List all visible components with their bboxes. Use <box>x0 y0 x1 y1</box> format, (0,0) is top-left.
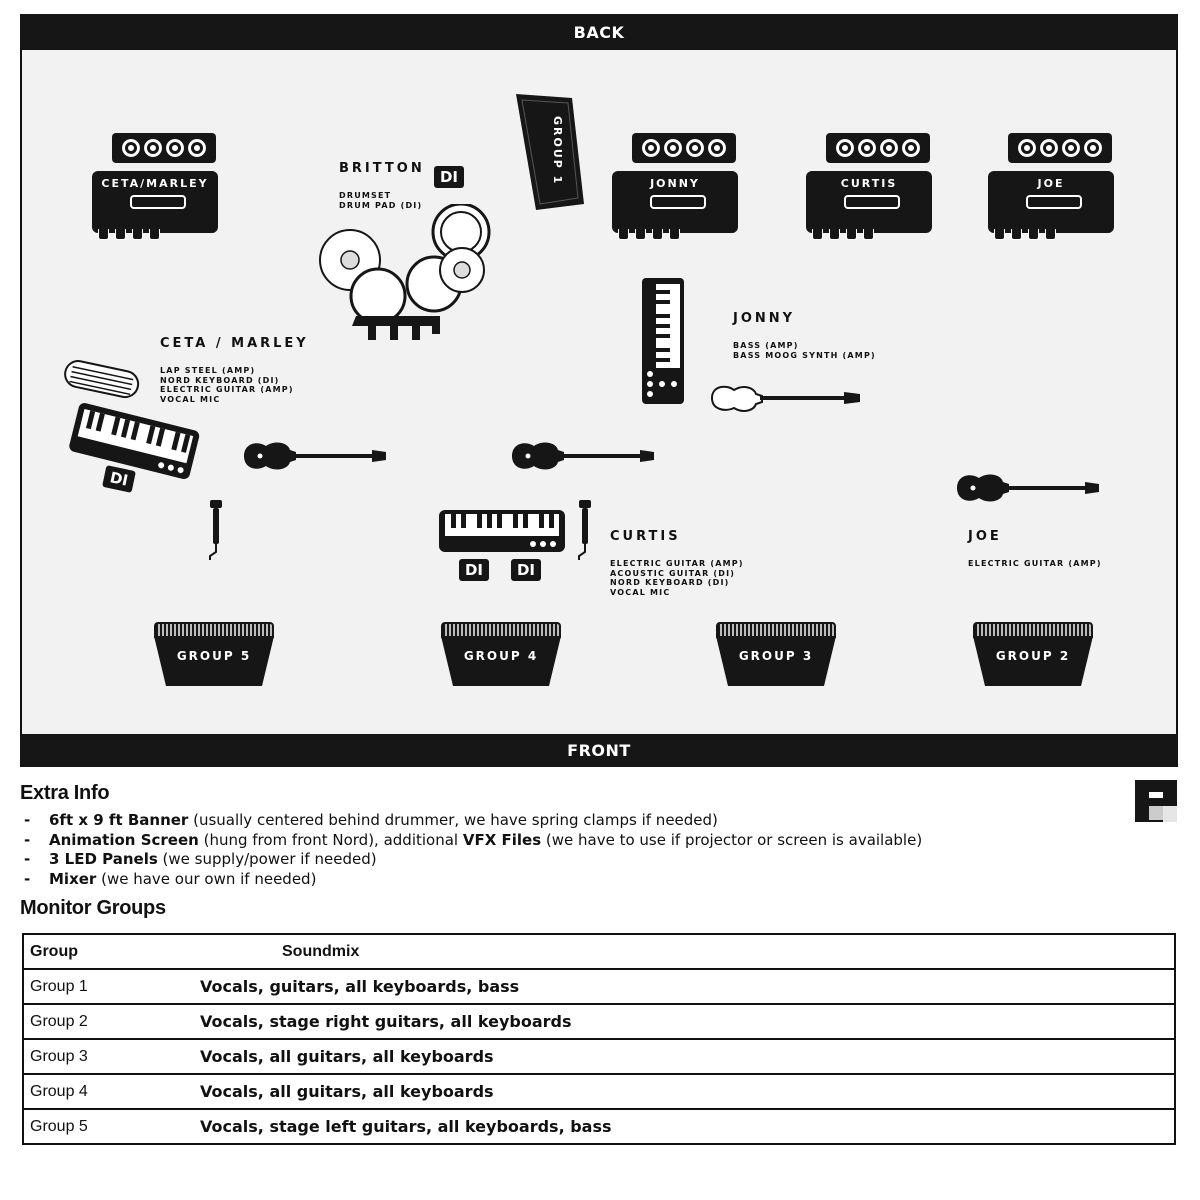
amp-label: CURTIS <box>840 177 898 190</box>
nord-keyboard-icon <box>439 510 565 552</box>
bass-guitar-icon <box>710 385 860 412</box>
performer-name-ceta-marley: CETA / MARLEY <box>160 336 309 351</box>
table-row: Group 4 Vocals, all guitars, all keyboar… <box>23 1073 1175 1109</box>
monitor-wedge-group-5: GROUP 5 <box>154 622 274 686</box>
performer-name-jonny: JONNY <box>733 311 796 326</box>
extra-info-heading: Extra Info <box>20 782 110 804</box>
performer-details-ceta-marley: LAP STEEL (AMP) NORD KEYBOARD (DI) ELECT… <box>160 366 294 404</box>
drumset-icon <box>319 204 491 340</box>
extra-info-list: -6ft x 9 ft Banner (usually centered beh… <box>24 811 922 889</box>
group-1-label: GROUP 1 <box>551 116 564 185</box>
amp-cabinet: CETA/MARLEY <box>92 171 218 240</box>
performer-details-joe: ELECTRIC GUITAR (AMP) <box>968 559 1102 568</box>
amp-label: JONNY <box>650 177 700 190</box>
amp-cabinet: JONNY <box>612 171 738 240</box>
header-soundmix: Soundmix <box>282 942 360 960</box>
header-group: Group <box>30 942 78 960</box>
list-item: -3 LED Panels (we supply/power if needed… <box>24 850 377 868</box>
monitor-groups-table: Group Soundmix Group 1 Vocals, guitars, … <box>22 933 1176 1145</box>
electric-guitar-icon <box>957 474 1099 502</box>
electric-guitar-icon <box>512 442 654 470</box>
performer-name-curtis: CURTIS <box>610 529 681 544</box>
brand-logo <box>1135 780 1177 822</box>
amp-head <box>632 133 736 163</box>
amp-head <box>112 133 216 163</box>
table-row: Group 5 Vocals, stage left guitars, all … <box>23 1108 1175 1144</box>
amp-cabinet: JOE <box>988 171 1114 240</box>
vocal-mic-icon <box>578 500 591 560</box>
monitor-groups-heading: Monitor Groups <box>20 897 166 919</box>
wedge-label: GROUP 3 <box>738 649 814 663</box>
list-item: -Mixer (we have our own if needed) <box>24 869 317 888</box>
bass-moog-synth-icon <box>642 278 684 404</box>
nord-keyboard-icon <box>69 403 200 480</box>
monitor-wedge-group-4: GROUP 4 <box>441 622 561 686</box>
amp-cabinet: CURTIS <box>806 171 932 240</box>
amp-label: CETA/MARLEY <box>101 177 209 190</box>
di-box-curtis-keyboard: DI <box>459 559 489 581</box>
di-box-curtis-acoustic: DI <box>511 559 541 581</box>
performer-name-joe: JOE <box>968 529 1002 544</box>
vocal-mic-icon <box>209 500 222 560</box>
front-banner: FRONT <box>20 734 1178 767</box>
amp-label: JOE <box>1037 177 1065 190</box>
amp-curtis: CURTIS <box>806 133 936 241</box>
performer-details-jonny: BASS (AMP) BASS MOOG SYNTH (AMP) <box>733 341 876 360</box>
performer-name-britton: BRITTON <box>339 161 425 176</box>
list-item: -Animation Screen (hung from front Nord)… <box>24 830 923 849</box>
di-box-britton: DI <box>434 166 464 188</box>
back-banner: BACK <box>20 14 1178 50</box>
table-header-row: Group Soundmix <box>23 934 1175 969</box>
wedge-label: GROUP 5 <box>176 649 252 663</box>
table-row: Group 1 Vocals, guitars, all keyboards, … <box>23 968 1175 1004</box>
group-1-sidefill-speaker: GROUP 1 <box>516 94 584 210</box>
wedge-label: GROUP 4 <box>463 649 539 663</box>
electric-guitar-icon <box>244 442 386 470</box>
amp-jonny: JONNY <box>612 133 742 241</box>
monitor-wedge-group-3: GROUP 3 <box>716 622 836 686</box>
amp-joe: JOE <box>988 133 1118 241</box>
lap-steel-icon <box>64 360 140 399</box>
performer-details-curtis: ELECTRIC GUITAR (AMP) ACOUSTIC GUITAR (D… <box>610 559 744 597</box>
amp-head <box>826 133 930 163</box>
amp-head <box>1008 133 1112 163</box>
wedge-label: GROUP 2 <box>995 649 1071 663</box>
amp-ceta-marley: CETA/MARLEY <box>92 133 222 241</box>
table-row: Group 3 Vocals, all guitars, all keyboar… <box>23 1038 1175 1074</box>
monitor-wedge-group-2: GROUP 2 <box>973 622 1093 686</box>
table-row: Group 2 Vocals, stage right guitars, all… <box>23 1003 1175 1039</box>
list-item: -6ft x 9 ft Banner (usually centered beh… <box>24 811 718 829</box>
performer-details-britton: DRUMSET DRUM PAD (DI) <box>339 191 423 210</box>
